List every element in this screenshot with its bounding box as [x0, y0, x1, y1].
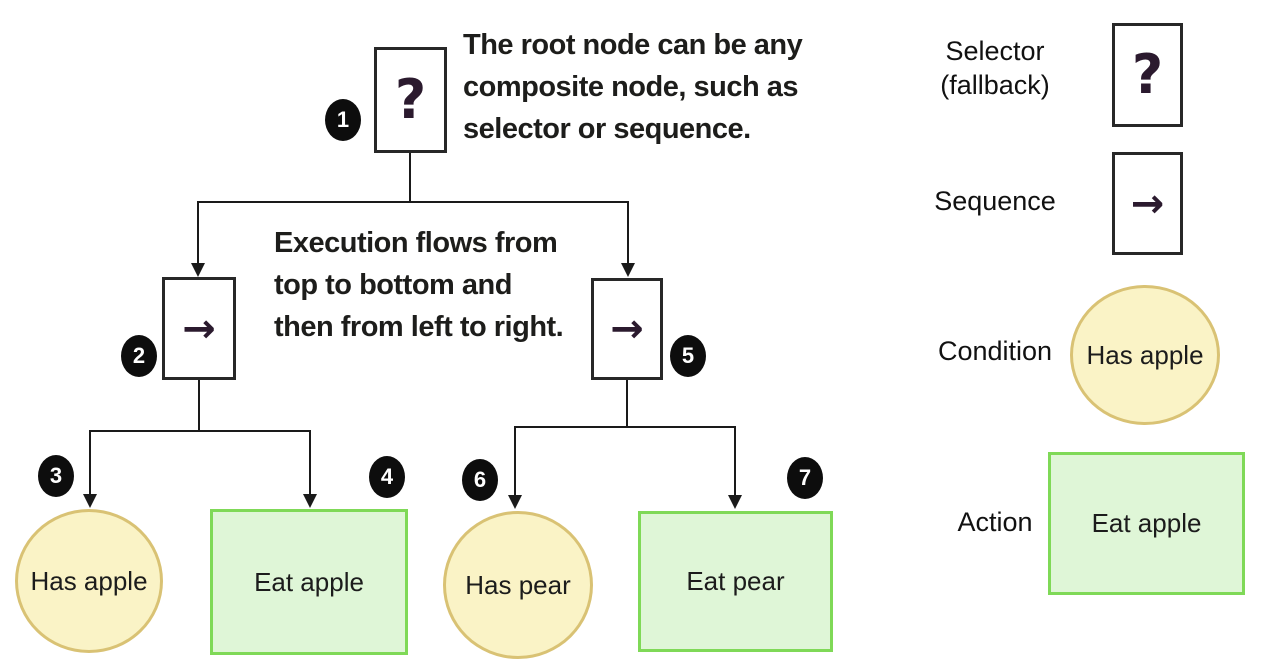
edge-to-seq-left	[197, 201, 199, 265]
arrow-down-icon	[728, 495, 742, 509]
edge-seq-left-rail	[89, 430, 311, 432]
legend-label-sequence: Sequence	[934, 186, 1056, 216]
badge-1: 1	[325, 99, 361, 141]
edge-to-act-left	[309, 430, 311, 496]
legend-label-selector: Selector (fallback)	[940, 36, 1050, 100]
question-mark-icon: ?	[394, 68, 427, 131]
arrow-right-icon: →	[182, 305, 216, 352]
edge-root-rail	[197, 201, 629, 203]
edge-seq-right-rail	[514, 426, 736, 428]
arrow-right-icon: →	[1130, 180, 1165, 227]
legend-action-node: Eat apple	[1048, 452, 1245, 595]
arrow-down-icon	[508, 495, 522, 509]
edge-to-cond-right	[514, 426, 516, 497]
edge-root-stem	[409, 150, 411, 203]
condition-label: Has apple	[1086, 339, 1204, 370]
badge-3: 3	[38, 455, 74, 497]
legend-sequence-node: →	[1112, 152, 1183, 255]
condition-label: Has pear	[465, 569, 571, 600]
edge-to-cond-left	[89, 430, 91, 496]
arrow-right-icon: →	[610, 306, 644, 352]
action-node-eat-apple: Eat apple	[210, 509, 408, 655]
edge-to-act-right	[734, 426, 736, 497]
edge-seq-right-stem	[626, 379, 628, 428]
edge-to-seq-right	[627, 201, 629, 265]
sequence-node-left: →	[162, 277, 236, 380]
legend-label-condition: Condition	[937, 336, 1053, 366]
edge-seq-left-stem	[198, 379, 200, 432]
badge-2: 2	[121, 335, 157, 377]
legend-selector-node: ?	[1112, 23, 1183, 127]
badge-6: 6	[462, 459, 498, 501]
condition-label: Has apple	[30, 565, 148, 596]
arrow-down-icon	[621, 263, 635, 277]
badge-4: 4	[369, 456, 405, 498]
arrow-down-icon	[191, 263, 205, 277]
root-note: The root node can be any composite node,…	[463, 29, 803, 145]
root-selector-node: ?	[374, 47, 447, 153]
legend-label-action: Action	[957, 507, 1033, 537]
badge-7: 7	[787, 457, 823, 499]
condition-node-has-pear: Has pear	[443, 511, 593, 659]
action-label: Eat apple	[254, 566, 364, 597]
action-node-eat-pear: Eat pear	[638, 511, 833, 652]
badge-5: 5	[670, 335, 706, 377]
arrow-down-icon	[303, 494, 317, 508]
condition-node-has-apple: Has apple	[15, 509, 163, 653]
action-label: Eat pear	[686, 566, 785, 596]
arrow-down-icon	[83, 494, 97, 508]
question-mark-icon: ?	[1131, 43, 1164, 106]
legend-condition-node: Has apple	[1070, 285, 1220, 425]
action-label: Eat apple	[1091, 508, 1202, 538]
sequence-node-right: →	[591, 278, 663, 380]
flow-note: Execution flows from top to bottom and t…	[274, 227, 564, 343]
